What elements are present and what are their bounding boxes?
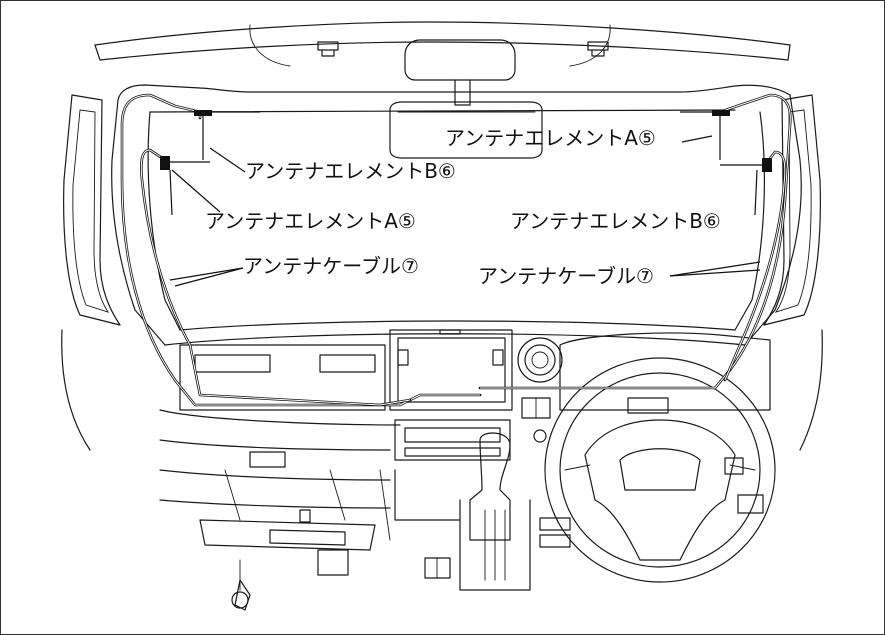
label-cable-left: アンテナケーブル⑦ — [243, 254, 419, 278]
dashboard — [159, 344, 401, 576]
gear-shifter — [394, 432, 531, 591]
center-stack — [389, 329, 563, 461]
roof-headliner — [94, 21, 791, 67]
label-element-b-top-left: アンテナエレメントB⑥ — [245, 159, 456, 183]
label-element-a-top-right: アンテナエレメントA⑤ — [445, 126, 656, 150]
label-cable-right: アンテナケーブル⑦ — [478, 264, 654, 288]
antenna-cable — [120, 93, 792, 407]
antenna-elements — [160, 110, 772, 216]
label-element-a-left: アンテナエレメントA⑤ — [205, 209, 416, 233]
steering-wheel — [539, 332, 776, 583]
side-windows — [61, 94, 823, 451]
callout-leaders — [169, 135, 761, 287]
lower-left-parts — [231, 559, 251, 611]
label-element-b-right: アンテナエレメントB⑥ — [510, 209, 721, 233]
